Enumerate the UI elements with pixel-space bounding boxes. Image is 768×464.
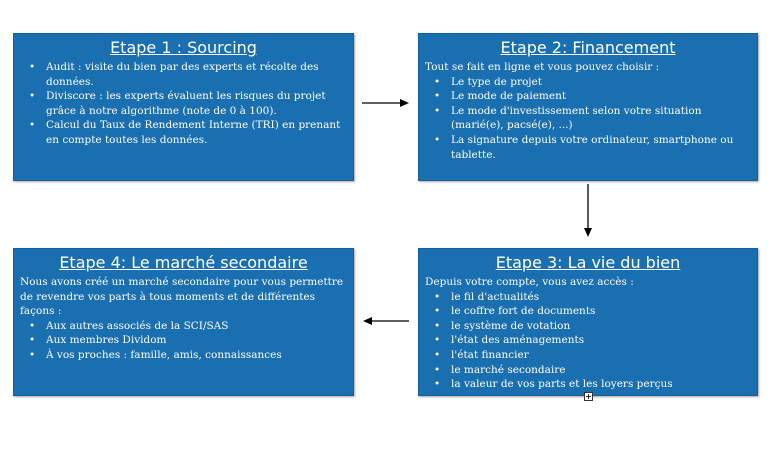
- list-item: À vos proches : famille, amis, connaissa…: [20, 348, 347, 363]
- list-item: Calcul du Taux de Rendement Interne (TRI…: [20, 118, 347, 147]
- step-2-list: Le type de projet Le mode de paiement Le…: [425, 75, 751, 163]
- step-3-intro: Depuis votre compte, vous avez accès :: [425, 276, 634, 288]
- list-item: le coffre fort de documents: [425, 304, 751, 319]
- step-4-intro: Nous avons créé un marché secondaire pou…: [20, 276, 344, 318]
- step-4-title: Etape 4: Le marché secondaire: [59, 253, 308, 272]
- list-item: l'état des aménagements: [425, 333, 751, 348]
- list-item: l'état financier: [425, 348, 751, 363]
- list-item: Diviscore : les experts évaluent les ris…: [20, 89, 347, 118]
- step-2-box: Etape 2: Financement Tout se fait en lig…: [418, 33, 758, 181]
- step-1-title: Etape 1 : Sourcing: [110, 38, 257, 57]
- arrow-down-icon: [584, 184, 592, 237]
- arrow-right-icon: [362, 99, 409, 107]
- list-item: le marché secondaire: [425, 363, 751, 378]
- list-item: Le mode de paiement: [425, 89, 751, 104]
- step-3-title: Etape 3: La vie du bien: [495, 253, 681, 272]
- list-item: Le type de projet: [425, 75, 751, 90]
- list-item: Audit : visite du bien par des experts e…: [20, 60, 347, 89]
- step-2-title: Etape 2: Financement: [500, 38, 676, 57]
- step-3-list: le fil d'actualités le coffre fort de do…: [425, 290, 751, 392]
- list-item: La signature depuis votre ordinateur, sm…: [425, 133, 751, 162]
- list-item: Aux autres associés de la SCI/SAS: [20, 319, 347, 334]
- list-item: Le mode d'investissement selon votre sit…: [425, 104, 751, 133]
- step-1-box: Etape 1 : Sourcing Audit : visite du bie…: [13, 33, 354, 181]
- step-4-box: Etape 4: Le marché secondaire Nous avons…: [13, 248, 354, 396]
- step-1-list: Audit : visite du bien par des experts e…: [20, 60, 347, 148]
- step-2-intro: Tout se fait en ligne et vous pouvez cho…: [425, 61, 660, 73]
- list-item: le fil d'actualités: [425, 290, 751, 305]
- resize-handle-icon[interactable]: [584, 392, 593, 401]
- step-4-list: Aux autres associés de la SCI/SAS Aux me…: [20, 319, 347, 363]
- list-item: la valeur de vos parts et les loyers per…: [425, 377, 751, 392]
- list-item: Aux membres Dividom: [20, 333, 347, 348]
- arrow-left-icon: [363, 317, 409, 325]
- list-item: le système de votation: [425, 319, 751, 334]
- step-3-box: Etape 3: La vie du bien Depuis votre com…: [418, 248, 758, 396]
